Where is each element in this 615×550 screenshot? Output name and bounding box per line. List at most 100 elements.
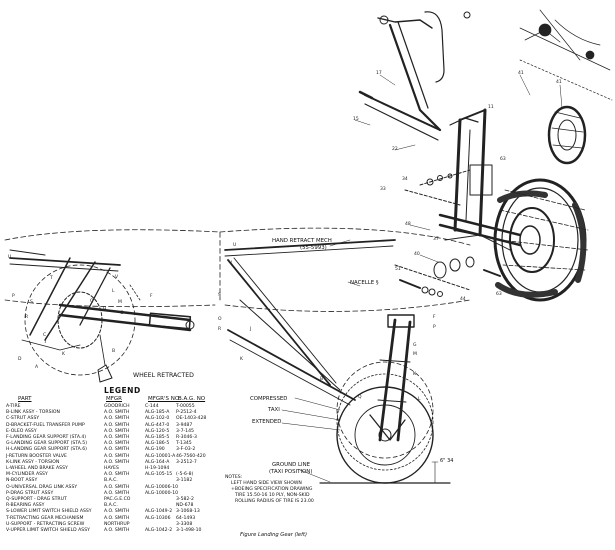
legend-cell-part: E-OLEO ASSY [6, 428, 37, 434]
legend-cell-part: A-TIRE [6, 404, 21, 409]
svg-text:C: C [43, 332, 46, 338]
svg-text:B: B [112, 348, 115, 354]
legend-cell-bag-no: 3-2512-7 [176, 459, 197, 465]
legend-cell-bag-no: 64-1493 [176, 515, 196, 521]
svg-text:O: O [218, 316, 222, 322]
svg-text:L: L [418, 396, 421, 402]
legend-cell-mfgr-no: ALG-164-A [145, 459, 170, 465]
legend-cell-part: P-DRAG STRUT ASSY [6, 490, 54, 496]
legend-cell-mfgr-no: ALG-185-5 [145, 435, 170, 441]
svg-text:P: P [433, 324, 436, 330]
legend-cell-part: H-LANDING GEAR SUPPORT (STA.6) [6, 447, 87, 453]
notes-title: NOTES: [225, 475, 243, 480]
legend-cell-mfgr: NORTHRUP [104, 521, 130, 527]
legend-cell-mfgr: A.O. SMITH [104, 484, 130, 490]
svg-text:40: 40 [414, 251, 420, 257]
legend-cell-part: O-UNIVERSAL DRAG LINK ASSY [6, 484, 78, 490]
legend-cell-bag-no: ND-678 [176, 503, 194, 509]
legend-cell-mfgr: A.O. SMITH [104, 453, 130, 459]
legend-cell-part: U-SUPPORT - RETRACTING SCREW [6, 521, 85, 527]
hand-retract-mech-label: HAND RETRACT MECH [272, 238, 332, 244]
legend-cell-mfgr: A.O. SMITH [104, 459, 130, 465]
svg-text:P: P [12, 293, 15, 299]
svg-text:63: 63 [500, 156, 506, 162]
svg-text:M: M [413, 351, 417, 357]
legend-cell-mfgr: B.A.C. [104, 478, 118, 484]
legend-cell-mfgr-no: ALG-1042-2 [145, 528, 173, 534]
legend-cell-mfgr-no: C-144 [145, 404, 159, 409]
svg-text:K: K [62, 351, 66, 357]
svg-text:S: S [218, 292, 221, 298]
svg-text:R: R [25, 314, 28, 320]
legend-cell-mfgr: B.A.C. [104, 503, 118, 509]
legend-cell-mfgr-no: ALG-102-0 [145, 416, 170, 422]
legend-cell-mfgr: A.O. SMITH [104, 441, 130, 447]
compressed-label: COMPRESSED [250, 396, 288, 402]
legend-cell-mfgr-no: ALG-10000-10 [145, 490, 179, 496]
svg-text:A: A [35, 364, 39, 370]
extended-label: EXTENDED [252, 419, 282, 425]
legend-cell-bag-no: 46-7560-420 [176, 453, 206, 459]
svg-text:41: 41 [518, 70, 524, 76]
legend-cell-part: C-STRUT ASSY [6, 416, 40, 422]
svg-text:U: U [8, 254, 11, 260]
svg-text:H: H [103, 306, 106, 312]
svg-text:D: D [18, 356, 22, 362]
legend-header-mfgr: MFGR [106, 396, 122, 402]
legend-cell-bag-no: T-1345 [176, 441, 192, 447]
taxi-label: TAXI [268, 407, 280, 413]
svg-text:R: R [218, 326, 221, 332]
svg-text:48: 48 [405, 221, 411, 227]
exploded-tire [547, 105, 587, 165]
figure-caption: Figure Landing Gear (left) [240, 532, 308, 538]
svg-text:17: 17 [376, 70, 382, 76]
svg-text:41: 41 [556, 79, 562, 85]
legend-cell-part: R-BEARING ASSY [6, 503, 45, 509]
legend-cell-mfgr-no: H-19-1094 [145, 466, 170, 472]
legend-cell-bag-no: 3-1068-13 [176, 509, 200, 515]
side-view: UVS ORK JBF PGM KLQ [218, 227, 471, 484]
taxi-position-label: (TAXI POSITION) [269, 469, 313, 475]
legend-cell-bag-no: 3-9487 [176, 422, 193, 428]
legend-cell-mfgr-no: ALG-185-A [145, 410, 170, 416]
legend-cell-mfgr-no: ALG-447-0 [145, 422, 170, 428]
legend-cell-mfgr: A.O. SMITH [104, 447, 130, 453]
svg-text:11: 11 [488, 104, 494, 110]
legend-cell-mfgr-no: ALG-1049-2 [145, 509, 173, 515]
svg-text:63: 63 [496, 291, 502, 297]
legend-cell-part: G-LANDING GEAR SUPPORT (STA.5) [6, 441, 88, 447]
legend-cell-mfgr: A.O. SMITH [104, 416, 130, 422]
svg-text:Q: Q [90, 298, 94, 304]
legend-cell-bag-no: R-3046-3 [176, 435, 197, 441]
legend-cell-mfgr-no: ALG-120-5 [145, 428, 170, 434]
legend-cell-bag-no: 3-7-145 [176, 428, 194, 434]
svg-text:K: K [413, 371, 417, 377]
note-line: +BOEING SPECIFICATION DRAWING [231, 487, 313, 492]
exploded-hardware [394, 234, 511, 297]
legend-cell-bag-no: (-5-6-8) [176, 472, 194, 478]
wheel-retracted-view: UTP SRC DAV LMG FHB KJQ [4, 229, 221, 383]
svg-text:S: S [30, 299, 33, 305]
exploded-wheel [493, 178, 589, 302]
legend-cell-mfgr-no: ALG-10001-A [145, 453, 176, 459]
svg-text:G: G [120, 310, 124, 316]
legend-cell-mfgr: A.O. SMITH [104, 435, 130, 441]
legend-cell-part: Q-SUPPORT - DRAG STRUT [6, 497, 67, 503]
legend-cell-mfgr: A.O. SMITH [104, 490, 130, 496]
ground-line-label: GROUND LINE [272, 462, 311, 468]
svg-text:22: 22 [392, 146, 398, 152]
svg-text:51: 51 [395, 266, 401, 272]
legend-cell-part: B-LINK ASSY - TORSION [6, 410, 60, 416]
legend-cell-mfgr: HAYES [104, 466, 119, 472]
legend-cell-mfgr: A.O. SMITH [104, 472, 130, 478]
legend-cell-part: S-LOWER LIMIT SWITCH SHIELD ASSY [6, 509, 92, 515]
hand-retract-ref-label: (55-5993) [300, 245, 327, 251]
legend-cell-mfgr-no: ALG-10306 [145, 515, 171, 521]
svg-text:15: 15 [353, 116, 359, 122]
legend-cell-bag-no: 3-582-2 [176, 497, 194, 503]
